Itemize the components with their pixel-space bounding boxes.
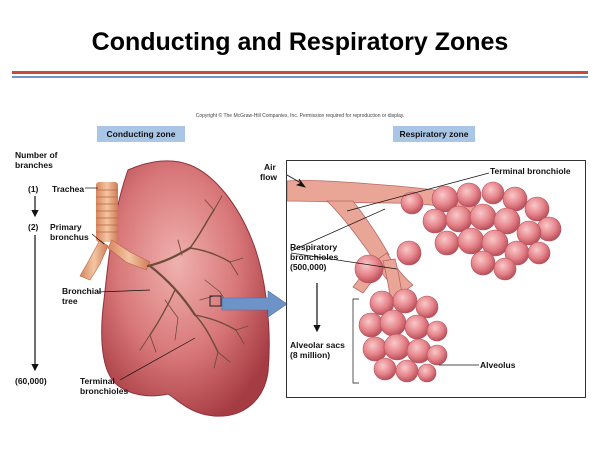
lung-shape: [101, 160, 270, 417]
label-terminal-bronchiole: Terminal bronchiole: [490, 166, 571, 176]
alveolus-cluster-lower: [358, 288, 448, 383]
respiratory-zone-inset: [286, 160, 586, 398]
count-bronchus: (2): [28, 222, 39, 232]
label-air-line2: flow: [260, 172, 277, 182]
trachea-rings: [96, 189, 118, 233]
label-sacs-line2: (8 million): [290, 350, 331, 360]
left-leader-lines: [85, 187, 196, 381]
title-divider-blue: [12, 76, 588, 78]
respiratory-zone-label: Respiratory zone: [393, 126, 475, 142]
title-divider-red: [12, 71, 588, 74]
label-trachea: Trachea: [52, 184, 85, 194]
air-flow-arrow: [286, 174, 306, 188]
bronchial-tree: [139, 195, 249, 369]
count-terminal: (60,000): [15, 376, 47, 386]
alveolus-small: [354, 240, 422, 284]
magnified-region-box: [209, 295, 222, 307]
inset-illustration: [286, 172, 562, 384]
label-air-line1: Air: [264, 162, 276, 172]
count-trachea: (1): [28, 184, 39, 194]
primary-bronchus-left: [79, 239, 109, 281]
branches-heading-line2: branches: [15, 160, 53, 170]
inset-leader-lines: [290, 172, 490, 384]
conducting-zone-label: Conducting zone: [97, 126, 185, 142]
label-terminal-line1: Terminal: [80, 376, 115, 386]
slide-title: Conducting and Respiratory Zones: [91, 28, 509, 56]
label-resp-line3: (500,000): [290, 262, 327, 272]
alveolus-cluster-upper: [400, 181, 562, 281]
copyright-notice: Copyright © The McGraw-Hill Companies, I…: [195, 113, 405, 119]
label-bronchial-line2: tree: [62, 296, 78, 306]
label-primary-line2: bronchus: [50, 232, 89, 242]
magnify-arrow: [221, 290, 288, 318]
primary-bronchus-right: [107, 239, 151, 271]
label-bronchial-line1: Bronchial: [62, 286, 102, 296]
label-resp-line1: Respiratory: [290, 242, 338, 252]
branches-heading-line1: Number of: [15, 150, 58, 160]
trachea-tube: [96, 182, 118, 242]
label-alveolus: Alveolus: [480, 360, 516, 370]
label-sacs-line1: Alveolar sacs: [290, 340, 345, 350]
label-terminal-line2: bronchioles: [80, 386, 129, 396]
label-primary-line1: Primary: [50, 222, 82, 232]
label-resp-line2: bronchioles: [290, 252, 339, 262]
